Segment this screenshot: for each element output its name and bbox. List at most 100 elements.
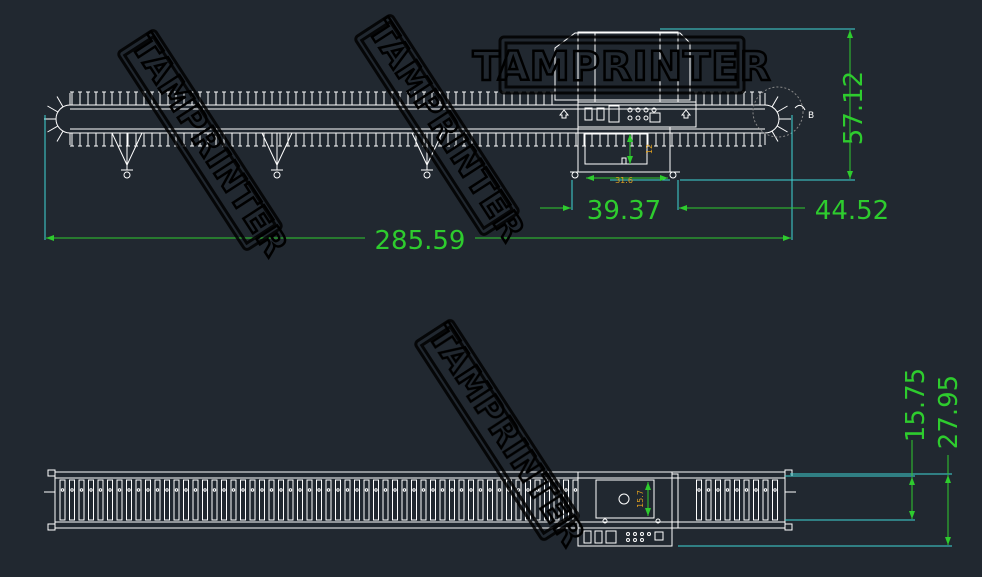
end-pallet-arm	[47, 105, 59, 113]
pallet-arm	[510, 133, 514, 147]
pallet-arm	[70, 91, 74, 105]
pallet-arm	[414, 91, 418, 105]
pallet-slat	[439, 479, 446, 521]
pallet-slat	[363, 479, 370, 521]
pallet-slat	[249, 479, 256, 521]
pallet-arm	[334, 133, 338, 147]
pallet-slat	[544, 479, 550, 521]
dim-inner-width: 31.6	[615, 176, 633, 185]
pallet-arm	[326, 133, 330, 147]
pallet-slat	[705, 479, 712, 521]
pallet-arm	[310, 133, 314, 147]
pallet-arm	[470, 91, 474, 105]
pallet-arm	[374, 133, 378, 147]
end-pallet-arm	[47, 125, 59, 133]
pallet-slat	[335, 479, 341, 521]
dim-inner-width-top: 15.75	[901, 368, 931, 442]
pallet-arm	[390, 133, 394, 147]
watermark-stamp	[117, 29, 283, 251]
pallet-slat	[145, 479, 151, 521]
pallet-arm	[758, 133, 762, 147]
pallet-arm	[350, 91, 354, 105]
pallet-arm	[102, 133, 106, 147]
pallet-slat	[69, 479, 75, 521]
pallet-arm	[478, 133, 482, 147]
pallet-arm	[606, 133, 610, 147]
pallet-slat	[772, 479, 778, 521]
pallet-arm	[670, 133, 674, 147]
pallet-slat	[173, 479, 180, 521]
pallet-arm	[750, 91, 754, 105]
pallet-arm	[286, 91, 290, 105]
pallet-slat	[297, 479, 303, 521]
pallet-arm	[518, 133, 522, 147]
pallet-slat	[468, 479, 474, 521]
pallet-arm	[294, 133, 298, 147]
pallet-arm	[406, 133, 410, 147]
pallet-slat	[373, 479, 379, 521]
pallet-arm	[454, 91, 458, 105]
pallet-slat	[715, 479, 721, 521]
pallet-arm	[310, 91, 314, 105]
pallet-arm	[254, 91, 258, 105]
pallet-slat	[259, 479, 265, 521]
support-leg	[111, 132, 143, 179]
pallet-slat	[762, 479, 769, 521]
pallet-arm	[430, 91, 434, 105]
pallet-arm	[542, 133, 546, 147]
panel-button-2	[596, 107, 605, 121]
pallet-arm	[358, 91, 362, 105]
pallet-arm	[574, 133, 578, 147]
pallet-arm	[134, 91, 138, 105]
pallet-slat	[696, 479, 702, 521]
watermark-stamp	[414, 319, 580, 541]
pallet-slat	[306, 479, 313, 521]
pallet-arm	[702, 133, 706, 147]
pallet-arm	[254, 133, 258, 147]
pallet-slat	[97, 479, 104, 521]
pallet-arm	[550, 133, 554, 147]
pallet-slat	[487, 479, 493, 521]
pallet-arm	[78, 91, 82, 105]
pallet-arm	[382, 91, 386, 105]
pallet-slat	[382, 479, 389, 521]
pallet-arm	[94, 91, 98, 105]
pallet-arm	[286, 133, 290, 147]
pallet-arm	[566, 133, 570, 147]
pallet-slat	[316, 479, 322, 521]
pallet-slat	[107, 479, 113, 521]
pallet-arm	[358, 133, 362, 147]
pallet-arm	[718, 133, 722, 147]
pallet-slat	[183, 479, 189, 521]
detail-marker-leader	[794, 104, 806, 111]
pallet-arm	[366, 133, 370, 147]
pallet-arm	[710, 133, 714, 147]
pallet-slat	[211, 479, 218, 521]
pallet-arm	[182, 91, 186, 105]
pallet-slat	[534, 479, 541, 521]
conveyor-top-frame	[54, 471, 786, 529]
detail-marker-label: B	[808, 111, 814, 121]
pallet-slat	[154, 479, 161, 521]
pallet-arm	[118, 91, 122, 105]
pallet-arm	[382, 133, 386, 147]
pallet-arm	[422, 91, 426, 105]
pallet-arm	[462, 91, 466, 105]
pallet-arm	[630, 133, 634, 147]
end-pallet-arm	[771, 130, 779, 142]
pallet-arm	[134, 133, 138, 147]
pallet-arm	[622, 133, 626, 147]
top-view	[44, 469, 796, 547]
pallet-arm	[158, 133, 162, 147]
pallet-arm	[678, 133, 682, 147]
pallet-slat	[458, 479, 465, 521]
pallet-arm	[558, 133, 562, 147]
control-panel	[577, 101, 697, 128]
pallet-arm	[78, 133, 82, 147]
pallet-slat	[164, 479, 170, 521]
pallet-slat	[344, 479, 351, 521]
pallet-slat	[734, 479, 740, 521]
pallet-slat	[221, 479, 227, 521]
